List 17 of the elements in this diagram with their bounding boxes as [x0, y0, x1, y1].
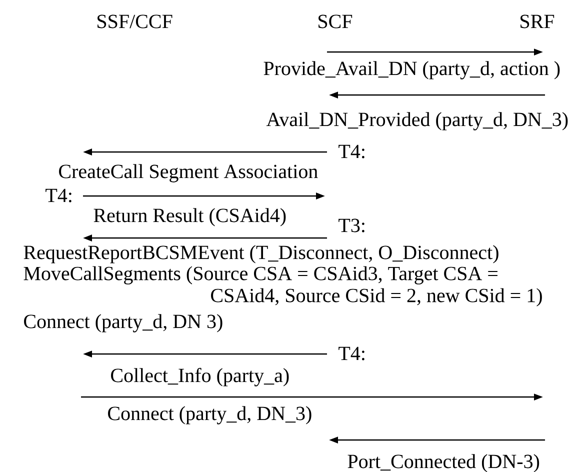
message-text: RequestReportBCSMEvent (T_Disconnect, O_Disconnect) — [24, 245, 498, 264]
timer-label: T4: — [338, 144, 364, 158]
timer-label: T3: — [338, 218, 364, 232]
column-heading: SRF — [520, 14, 554, 28]
message-text: Avail_DN_Provided (party_d, DN_3) — [266, 112, 568, 130]
timer-label: T4: — [46, 188, 72, 202]
message-text: Connect (party_d, DN 3) — [24, 314, 222, 332]
column-heading: SCF — [318, 14, 352, 28]
message-text: Port_Connected (DN-3) — [348, 454, 540, 472]
message-text: Connect (party_d, DN_3) — [108, 406, 312, 424]
message-text: Collect_Info (party_a) — [111, 368, 289, 386]
message-text: Provide_Avail_DN (party_d, action ) — [264, 61, 560, 80]
timer-label: T4: — [338, 346, 364, 360]
message-text: CreateCall Segment Association — [59, 164, 318, 182]
message-text: MoveCallSegments (Source CSA = CSAid3, Target CSA = CSAid4, Source CSid = 2, new CSid = 1) — [24, 266, 542, 306]
message-text: Return Result (CSAid4) — [94, 208, 286, 226]
column-heading: SSF/CCF — [98, 14, 172, 28]
